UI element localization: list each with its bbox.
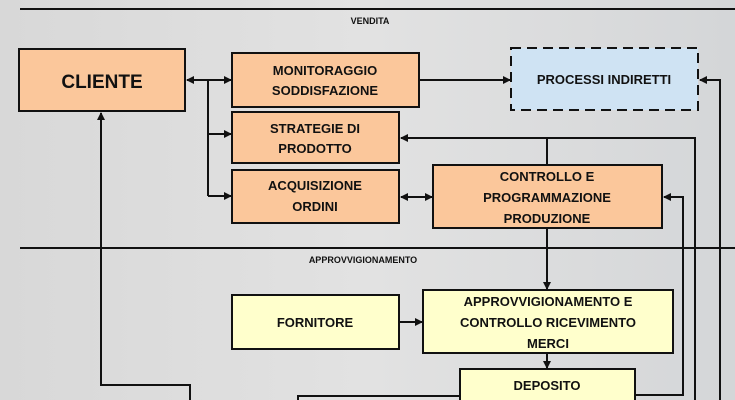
box-label-line: PROCESSI INDIRETTI <box>537 72 671 87</box>
box-label-line: CONTROLLO E <box>500 169 595 184</box>
box-fornitore[interactable]: FORNITORE <box>231 294 400 350</box>
connectors <box>97 76 721 400</box>
box-controllo-programmazione-produzione[interactable]: CONTROLLO E PROGRAMMAZIONE PRODUZIONE <box>432 164 663 229</box>
box-cliente[interactable]: CLIENTE <box>18 48 186 112</box>
arrow-into-strategie <box>400 134 696 400</box>
section-label-approvvigionamento: APPROVVIGIONAMENTO <box>309 255 417 265</box>
box-label-line: DEPOSITO <box>514 378 581 393</box>
box-acquisizione-ordini[interactable]: ACQUISIZIONE ORDINI <box>231 169 400 224</box>
section-label-vendita: VENDITA <box>351 16 390 26</box>
box-label-line: MONITORAGGIO <box>273 63 377 78</box>
box-label-line: APPROVVIGIONAMENTO E <box>464 294 633 309</box>
box-label-line: MERCI <box>527 336 569 351</box>
arrow-deposito-to-controllo <box>635 193 684 396</box>
box-label-line: PRODOTTO <box>278 141 351 156</box>
box-label-line: CONTROLLO RICEVIMENTO <box>460 315 636 330</box>
deposito-left-line <box>297 395 460 400</box>
box-label-line: FORNITORE <box>277 315 354 330</box>
box-label-line: PRODUZIONE <box>504 211 591 226</box>
box-monitoraggio-soddisfazione[interactable]: MONITORAGGIO SODDISFAZIONE <box>231 52 420 108</box>
box-label-line: PROGRAMMAZIONE <box>483 190 611 205</box>
box-strategie-di-prodotto[interactable]: STRATEGIE DI PRODOTTO <box>231 111 400 164</box>
box-approvvigionamento-controllo-ricevimento-merci[interactable]: APPROVVIGIONAMENTO E CONTROLLO RICEVIMEN… <box>422 289 674 354</box>
box-deposito[interactable]: DEPOSITO <box>459 368 636 400</box>
box-label-line: SODDISFAZIONE <box>272 83 379 98</box>
box-cliente-label: CLIENTE <box>61 72 142 93</box>
box-label-line: STRATEGIE DI <box>270 121 360 136</box>
arrow-into-processi-right <box>699 76 721 400</box>
box-processi-indiretti[interactable]: PROCESSI INDIRETTI <box>510 47 699 111</box>
box-label-line: ORDINI <box>292 199 338 214</box>
arrow-to-cliente-from-bottom <box>97 112 191 400</box>
box-label-line: ACQUISIZIONE <box>268 178 362 193</box>
